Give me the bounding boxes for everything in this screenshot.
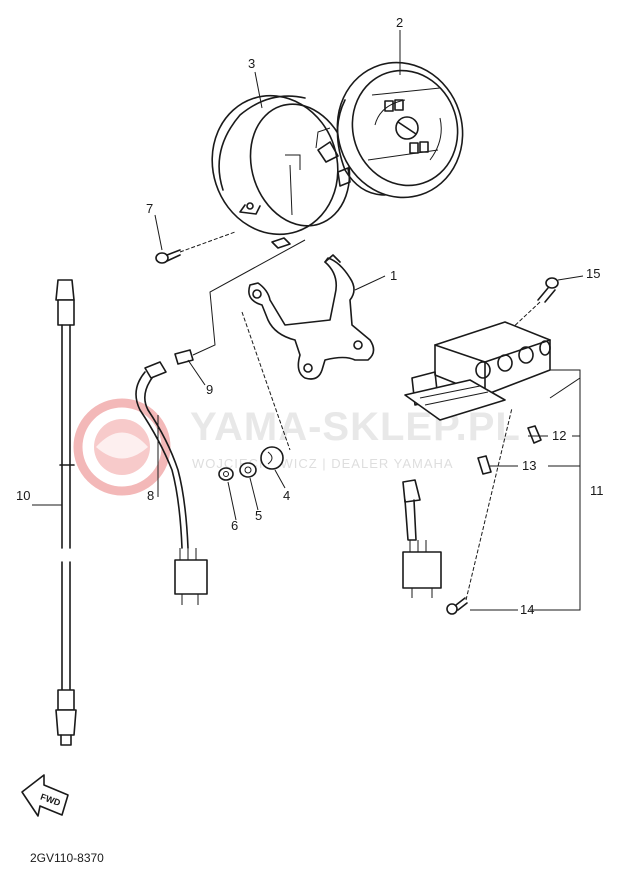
part-bulb <box>174 239 306 365</box>
part-screw-15 <box>507 277 559 333</box>
leader-lines <box>32 30 584 611</box>
callout-4: 4 <box>283 488 290 503</box>
part-speedometer-cable <box>55 279 77 746</box>
watermark: YAMA-SKLEP.PL WOJCIECHOWICZ | DEALER YAM… <box>73 398 521 496</box>
callout-14: 14 <box>520 602 534 617</box>
callouts: 2 3 7 1 9 8 10 4 5 6 15 12 13 11 14 <box>16 15 604 617</box>
part-screw-14 <box>446 407 513 615</box>
callout-2: 2 <box>396 15 403 30</box>
part-bulb-13 <box>477 455 492 475</box>
callout-7: 7 <box>146 201 153 216</box>
part-washer-5 <box>239 462 257 478</box>
part-screw-7 <box>155 231 236 264</box>
callout-13: 13 <box>522 458 536 473</box>
part-nut-6 <box>218 467 234 481</box>
callout-12: 12 <box>552 428 566 443</box>
callout-3: 3 <box>248 56 255 71</box>
fwd-arrow-icon: FWD <box>21 774 69 817</box>
callout-8: 8 <box>147 488 154 503</box>
assembly-line <box>241 311 291 451</box>
part-bracket <box>248 254 375 380</box>
watermark-subtext: WOJCIECHOWICZ | DEALER YAMAHA <box>192 456 454 471</box>
diagram-code: 2GV110-8370 <box>30 851 104 865</box>
callout-5: 5 <box>255 508 262 523</box>
callout-6: 6 <box>231 518 238 533</box>
watermark-logo-icon <box>73 398 171 496</box>
watermark-brand-text: YAMA-SKLEP.PL <box>190 405 521 449</box>
speedometer-face <box>367 87 442 161</box>
callout-10: 10 <box>16 488 30 503</box>
callout-15: 15 <box>586 266 600 281</box>
part-socket-cord <box>135 361 208 605</box>
part-bulb-12 <box>527 425 542 444</box>
part-indicator-assembly <box>402 321 551 598</box>
part-meter-housing <box>211 94 351 249</box>
callout-9: 9 <box>206 382 213 397</box>
callout-1: 1 <box>390 268 397 283</box>
part-grommet <box>260 446 284 470</box>
part-speedometer-assembly <box>315 61 464 199</box>
callout-11: 11 <box>590 483 604 498</box>
